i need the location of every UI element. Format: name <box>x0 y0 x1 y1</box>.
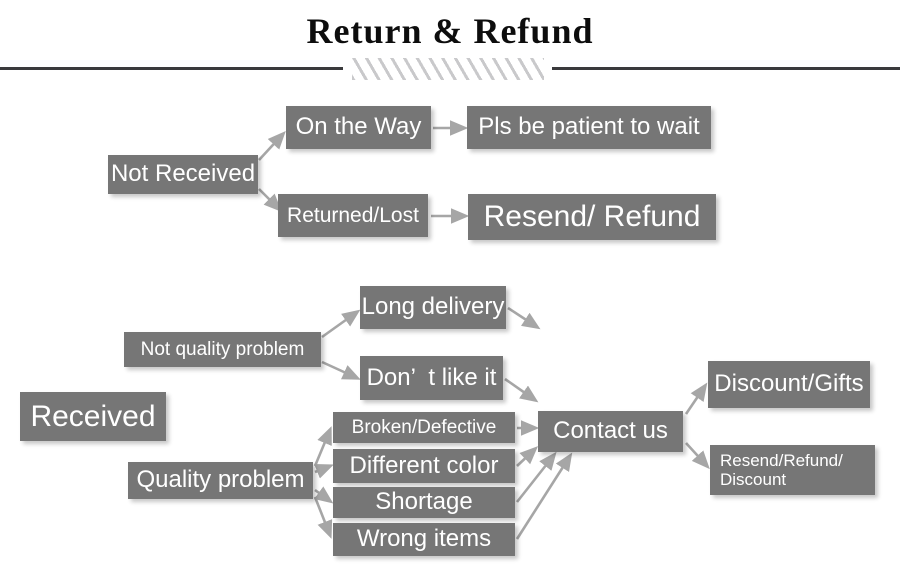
arrow-contact-us-to-discount-gifts <box>684 382 708 415</box>
node-on-the-way[interactable]: On the Way <box>286 106 431 149</box>
node-not-received[interactable]: Not Received <box>108 155 258 194</box>
arrow-not-received-to-returned-lost <box>258 188 282 212</box>
title-divider <box>0 58 900 80</box>
node-long-delivery[interactable]: Long delivery <box>360 286 506 329</box>
node-received[interactable]: Received <box>20 392 166 441</box>
divider-rule-left <box>0 67 343 70</box>
arrow-not-quality-to-dont-like <box>321 360 361 380</box>
node-wrong-items[interactable]: Wrong items <box>333 523 515 556</box>
arrow-long-delivery-to-contact-us <box>507 306 541 330</box>
arrow-contact-us-to-resend-discount <box>685 442 710 470</box>
node-contact-us[interactable]: Contact us <box>538 411 683 452</box>
node-dont-like-it[interactable]: Don’ t like it <box>360 356 503 400</box>
arrow-different-color-to-contact-us <box>516 446 539 467</box>
node-discount-gifts[interactable]: Discount/Gifts <box>708 361 870 408</box>
node-resend-refund-discount[interactable]: Resend/Refund/ Discount <box>710 445 875 495</box>
node-not-quality-problem[interactable]: Not quality problem <box>124 332 321 367</box>
node-resend-refund[interactable]: Resend/ Refund <box>468 194 716 240</box>
node-pls-be-patient-to-wait[interactable]: Pls be patient to wait <box>467 106 711 149</box>
node-returned-lost[interactable]: Returned/Lost <box>278 194 428 237</box>
divider-rule-right <box>552 67 900 70</box>
node-quality-problem[interactable]: Quality problem <box>128 462 313 499</box>
arrow-shortage-to-contact-us <box>515 451 557 503</box>
arrow-dont-like-to-contact-us <box>504 377 539 403</box>
node-different-color[interactable]: Different color <box>333 449 515 483</box>
diagonal-hatch-ornament-icon <box>352 58 544 80</box>
node-shortage[interactable]: Shortage <box>333 487 515 518</box>
arrow-quality-to-shortage <box>314 486 334 504</box>
arrow-quality-to-different-color <box>314 463 334 479</box>
arrow-quality-to-wrong-items <box>313 496 333 539</box>
arrow-wrong-items-to-contact-us <box>515 452 573 540</box>
arrow-not-quality-to-long-delivery <box>321 309 361 339</box>
arrow-not-received-to-on-the-way <box>258 130 286 161</box>
page-title: Return & Refund <box>306 11 594 51</box>
arrow-quality-to-broken <box>313 426 332 467</box>
node-broken-defective[interactable]: Broken/Defective <box>333 412 515 443</box>
